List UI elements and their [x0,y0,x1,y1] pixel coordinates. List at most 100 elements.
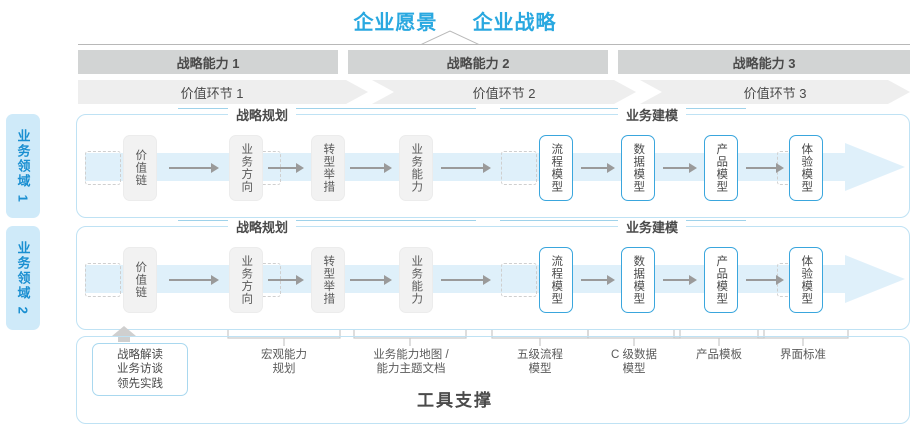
tool-label-line: 领先实践 [117,377,163,390]
tool-label-line: 模型 [622,363,646,376]
node-value-chain[interactable]: 价值链 [123,135,157,201]
node-label: 流程模型 [550,255,563,305]
page-title: 企业愿景 企业战略 [0,6,910,35]
group-rule-right [296,108,476,109]
capability-band-2: 战略能力 2 [348,50,608,74]
upward-arrow-icon [112,326,136,342]
node-label: 数据模型 [632,255,645,305]
tool-label-line: 界面标准 [780,349,826,361]
node-label: 数据模型 [632,143,645,193]
tool-label-line: 战略解读 [117,349,163,361]
group-rule-right [686,220,746,221]
capability-band-2-label: 战略能力 2 [446,55,510,71]
node-label: 体验模型 [800,143,813,193]
footer-title: 工具支撑 [0,386,910,411]
flow-arrow-icon [169,163,219,173]
node-process-model[interactable]: 流程模型 [539,247,573,313]
domain-tab-1: 业务领域 1 [6,114,40,218]
tool-label-line: 能力主题文档 [376,363,446,376]
node-transformation-measures[interactable]: 转型举措 [311,247,345,313]
tool-label-product-template: 产品模板 [672,348,766,362]
tool-label-strategy-interpretation: 战略解读 业务访谈 领先实践 [92,343,188,397]
value-stage-1: 价值环节 1 [78,80,368,104]
node-label: 产品模型 [715,255,728,305]
tool-label-c-level-data-model: C 级数据 模型 [586,348,682,377]
tool-label-macro-capability-planning: 宏观能力 规划 [226,348,342,377]
flow-arrow-icon [746,163,784,173]
node-experience-model[interactable]: 体验模型 [789,247,823,313]
node-label: 业务能力 [410,255,423,305]
capability-band-3: 战略能力 3 [618,50,910,74]
flow-arrow-icon [581,275,615,285]
title-vision: 企业愿景 [353,12,438,34]
bracket-connector [673,330,765,346]
node-label: 转型举措 [322,255,335,305]
node-product-model[interactable]: 产品模型 [704,247,738,313]
value-stage-3: 价值环节 3 [640,80,910,104]
node-transformation-measures[interactable]: 转型举措 [311,135,345,201]
placeholder-box [501,151,537,185]
domain-tab-2: 业务领域 2 [6,226,40,330]
group-label: 战略规划 [236,219,289,235]
node-data-model[interactable]: 数据模型 [621,135,655,201]
node-product-model[interactable]: 产品模型 [704,135,738,201]
tool-label-five-level-process-model: 五级流程 模型 [490,348,590,377]
placeholder-box [501,263,537,297]
tool-label-line: 产品模板 [696,349,742,361]
flow-arrow-icon [169,275,219,285]
flow-arrow-icon [663,275,697,285]
node-value-chain[interactable]: 价值链 [123,247,157,313]
capability-band-3-label: 战略能力 3 [732,55,796,71]
node-experience-model[interactable]: 体验模型 [789,135,823,201]
node-business-capability[interactable]: 业务能力 [399,135,433,201]
footer-label: 工具支撑 [417,391,493,410]
node-data-model[interactable]: 数据模型 [621,247,655,313]
group-rule-left [178,220,228,221]
domain-row-2: 价值链 业务方向 转型举措 业务能力 流程模型 数据模型 产品模型 体验模型 [76,226,910,330]
title-strategy: 企业战略 [472,12,557,34]
flow-arrow-icon [350,275,392,285]
capability-band-1: 战略能力 1 [78,50,338,74]
tool-label-line: 业务访谈 [117,363,163,376]
flow-arrow-icon [441,163,491,173]
title-peak-connector [420,30,480,45]
tool-label-capability-map: 业务能力地图 / 能力主题文档 [348,348,474,377]
bracket-connector [353,330,467,346]
node-business-direction[interactable]: 业务方向 [229,247,263,313]
group-rule-left [500,108,618,109]
flow-arrow-icon [268,163,304,173]
flow-arrow-icon [268,275,304,285]
group-rule-left [500,220,618,221]
group-rule-right [296,220,476,221]
placeholder-box [85,263,121,297]
node-business-capability[interactable]: 业务能力 [399,247,433,313]
node-business-direction[interactable]: 业务方向 [229,135,263,201]
value-stage-3-label: 价值环节 3 [743,85,807,101]
node-label: 体验模型 [800,255,813,305]
group-label: 业务建模 [626,107,679,123]
group-rule-left [178,108,228,109]
domain-row-1: 价值链 业务方向 转型举措 业务能力 流程模型 数据模型 产品模型 体验模型 [76,114,910,218]
bracket-connector [587,330,681,346]
tool-label-ui-standard: 界面标准 [756,348,850,362]
flow-arrow-icon [441,275,491,285]
node-label: 价值链 [134,149,147,187]
node-process-model[interactable]: 流程模型 [539,135,573,201]
node-label: 业务方向 [240,143,253,193]
flow-arrow-icon [746,275,784,285]
node-label: 业务能力 [410,143,423,193]
tool-label-line: 规划 [272,363,296,376]
bracket-connector [227,330,341,346]
domain-tab-1-label: 业务领域 1 [15,128,31,204]
value-stage-1-label: 价值环节 1 [180,85,244,101]
tool-label-line: 业务能力地图 / [373,349,449,361]
group-title-strategy-planning-2: 战略规划 [228,218,297,235]
group-label: 业务建模 [626,219,679,235]
value-stage-2-label: 价值环节 2 [472,85,536,101]
node-label: 转型举措 [322,143,335,193]
tool-label-line: 模型 [528,363,552,376]
tool-label-line: 五级流程 [517,349,563,361]
flow-arrow-icon [663,163,697,173]
placeholder-box [85,151,121,185]
